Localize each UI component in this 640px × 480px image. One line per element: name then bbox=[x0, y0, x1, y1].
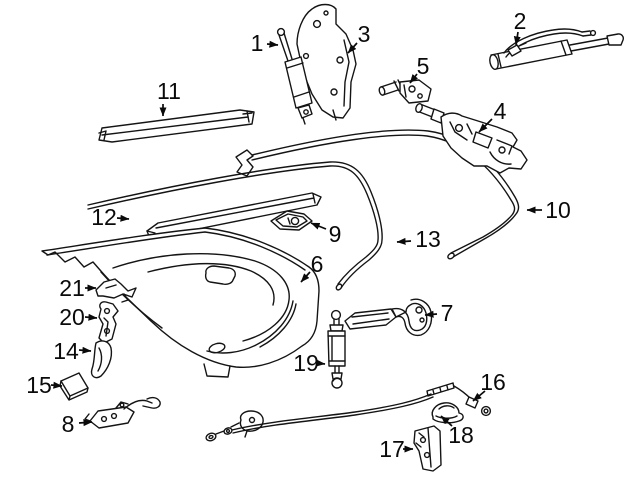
part-2-hydraulic-cylinder bbox=[489, 29, 624, 70]
callout-16[interactable]: 16 bbox=[472, 369, 506, 402]
callout-20[interactable]: 20 bbox=[59, 304, 98, 330]
part-7-support-arm bbox=[345, 299, 432, 335]
part-10-weatherstrip bbox=[236, 130, 519, 260]
callout-19[interactable]: 19 bbox=[293, 350, 326, 376]
callout-arrow bbox=[424, 310, 438, 318]
callout-number[interactable]: 12 bbox=[91, 204, 117, 230]
callout-arrow bbox=[78, 419, 93, 427]
callout-number[interactable]: 6 bbox=[311, 251, 324, 277]
callout-arrow bbox=[116, 214, 130, 222]
callout-1[interactable]: 1 bbox=[251, 30, 279, 56]
callout-12[interactable]: 12 bbox=[91, 204, 130, 230]
callout-arrow bbox=[50, 381, 63, 389]
callout-number[interactable]: 1 bbox=[251, 30, 264, 56]
callout-14[interactable]: 14 bbox=[53, 338, 92, 364]
callout-arrow bbox=[266, 40, 279, 48]
callout-number[interactable]: 8 bbox=[62, 411, 75, 437]
part-19-gas-strut bbox=[328, 311, 345, 388]
part-5-pin-bracket bbox=[378, 80, 431, 103]
callout-9[interactable]: 9 bbox=[310, 221, 342, 247]
callout-arrow bbox=[396, 237, 412, 245]
part-14-pad bbox=[92, 341, 112, 378]
part-8-hinge-bracket bbox=[85, 398, 160, 428]
callout-13[interactable]: 13 bbox=[396, 226, 441, 252]
callout-number[interactable]: 15 bbox=[26, 372, 52, 398]
callout-7[interactable]: 7 bbox=[424, 300, 454, 326]
callout-arrow bbox=[315, 359, 326, 367]
callout-arrow bbox=[300, 271, 311, 283]
part-21-bracket bbox=[96, 279, 136, 302]
callout-number[interactable]: 3 bbox=[358, 21, 371, 47]
callout-10[interactable]: 10 bbox=[526, 197, 571, 223]
callout-5[interactable]: 5 bbox=[409, 53, 430, 84]
callout-number[interactable]: 20 bbox=[59, 304, 85, 330]
part-20-bracket bbox=[99, 302, 118, 343]
callout-number[interactable]: 11 bbox=[157, 78, 181, 104]
part-15-pad bbox=[60, 373, 88, 400]
callout-number[interactable]: 2 bbox=[514, 8, 527, 34]
callout-arrow bbox=[84, 313, 98, 321]
callout-2[interactable]: 2 bbox=[513, 8, 527, 46]
callout-arrow bbox=[440, 415, 453, 427]
callout-number[interactable]: 17 bbox=[379, 436, 405, 462]
callout-17[interactable]: 17 bbox=[379, 436, 414, 462]
part-4-lock-assembly bbox=[415, 103, 527, 173]
callout-arrow bbox=[409, 73, 419, 84]
callout-number[interactable]: 7 bbox=[441, 300, 454, 326]
callout-21[interactable]: 21 bbox=[59, 275, 97, 301]
callout-4[interactable]: 4 bbox=[478, 98, 507, 133]
part-3-mounting-bracket bbox=[297, 5, 356, 121]
part-16-release-cable bbox=[205, 383, 490, 442]
callout-8[interactable]: 8 bbox=[62, 411, 93, 437]
callout-number[interactable]: 5 bbox=[417, 53, 430, 79]
callout-number[interactable]: 10 bbox=[545, 197, 571, 223]
callout-arrow bbox=[310, 222, 327, 230]
part-18-grommet-clip bbox=[432, 403, 463, 423]
callout-arrow bbox=[347, 42, 358, 54]
part-11-molding bbox=[99, 110, 254, 142]
part-17-striker-bracket bbox=[414, 426, 441, 471]
callout-number[interactable]: 13 bbox=[415, 226, 441, 252]
callout-3[interactable]: 3 bbox=[347, 21, 371, 54]
callout-number[interactable]: 9 bbox=[329, 221, 342, 247]
callout-number[interactable]: 16 bbox=[480, 369, 506, 395]
callout-15[interactable]: 15 bbox=[26, 372, 63, 398]
callout-arrow bbox=[513, 31, 521, 46]
callout-11[interactable]: 11 bbox=[157, 78, 181, 117]
part-1-hydraulic-cylinder bbox=[278, 29, 312, 124]
part-9-cover-plate bbox=[271, 211, 312, 230]
callout-arrow bbox=[78, 346, 92, 354]
callout-number[interactable]: 18 bbox=[448, 422, 474, 448]
callout-6[interactable]: 6 bbox=[300, 251, 324, 283]
part-13-weatherstrip bbox=[88, 162, 382, 291]
part-6-lid-panel bbox=[42, 228, 319, 377]
callout-arrow bbox=[478, 118, 493, 133]
callout-18[interactable]: 18 bbox=[440, 415, 474, 448]
callout-number[interactable]: 19 bbox=[293, 350, 319, 376]
callout-number[interactable]: 4 bbox=[494, 98, 507, 124]
callout-number[interactable]: 14 bbox=[53, 338, 79, 364]
callout-number[interactable]: 21 bbox=[59, 275, 85, 301]
callout-arrow bbox=[472, 390, 486, 402]
